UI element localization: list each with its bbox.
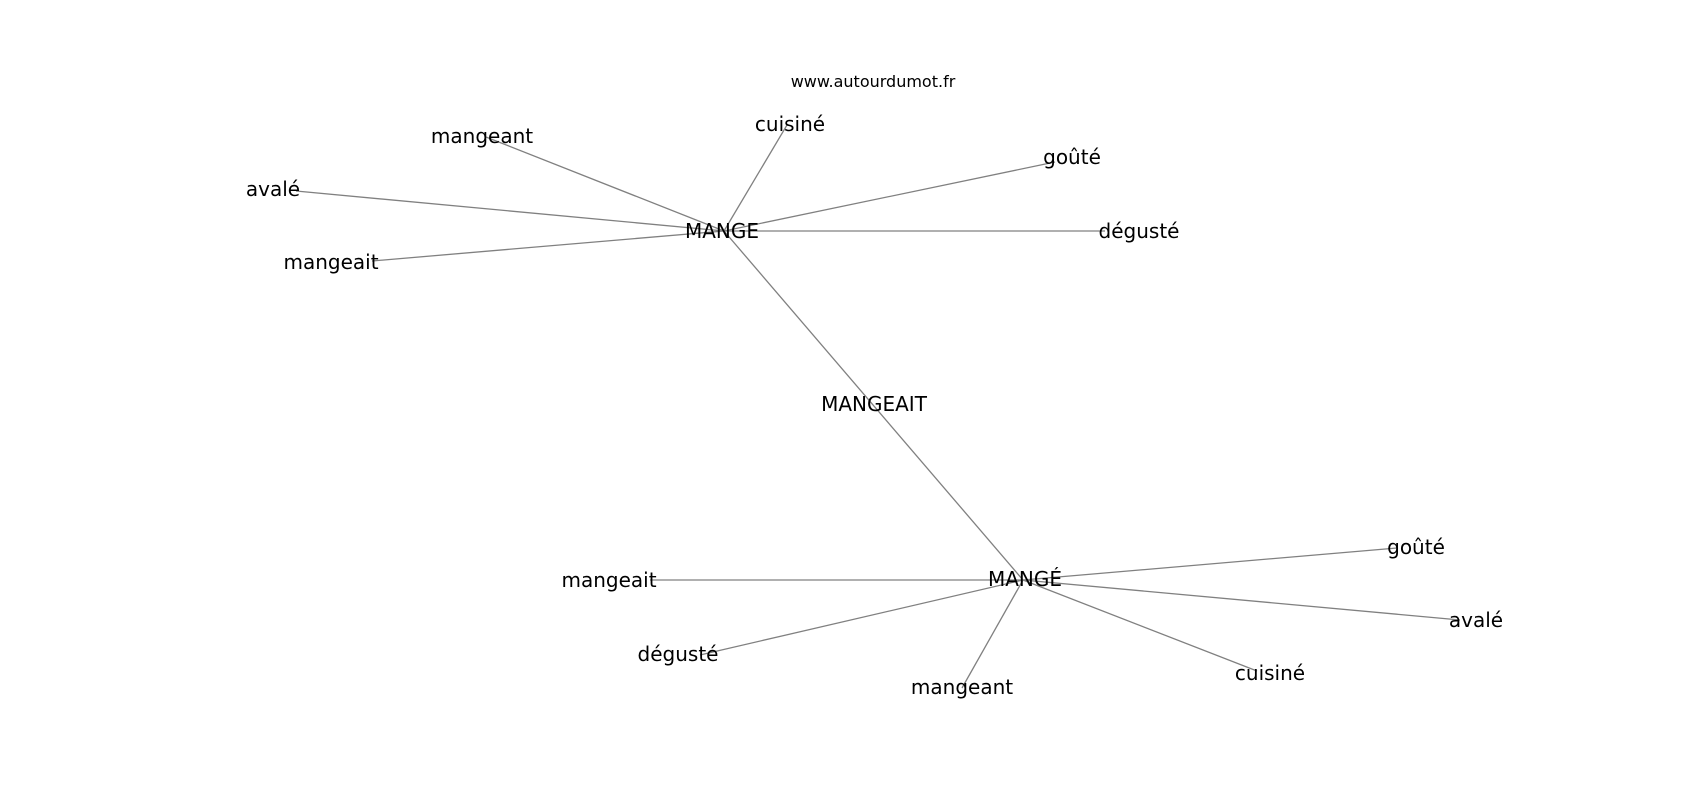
- edge-hub2-h2_avale: [1022, 579, 1461, 621]
- node-label-h2-mangeait: mangeait: [561, 568, 657, 592]
- node-label-center: MANGEAIT: [821, 392, 927, 416]
- node-label-h2-avale: avalé: [1448, 608, 1504, 632]
- node-label-h2-mangeant: mangeant: [910, 675, 1014, 699]
- node-label-h1-avale: avalé: [245, 177, 301, 201]
- node-label-hub2: MANGÉ: [987, 567, 1063, 591]
- edge-hub1-h1_goute: [723, 161, 1056, 232]
- edge-hub1-hub2: [723, 230, 1024, 581]
- source-watermark: www.autourdumot.fr: [790, 72, 956, 91]
- node-label-h1-mangeait: mangeait: [283, 250, 379, 274]
- node-label-h2-goute: goûté: [1387, 535, 1445, 559]
- node-label-h2-deguste: dégusté: [637, 642, 719, 666]
- edge-hub2-h2_cuisine: [1022, 579, 1258, 672]
- edge-hub2-h2_deguste: [699, 579, 1024, 656]
- node-label-hub1: MANGE: [684, 219, 760, 243]
- edge-hub1-h1_avale: [295, 190, 725, 232]
- edge-hub2-h2_mangeant: [961, 579, 1024, 689]
- edge-hub1-h1_mangeant: [485, 136, 725, 232]
- node-label-h1-cuisine: cuisiné: [754, 112, 826, 136]
- node-label-h1-mangeant: mangeant: [430, 124, 534, 148]
- edge-hub1-h1_cuisine: [723, 124, 788, 232]
- node-label-h1-goute: goûté: [1043, 145, 1101, 169]
- node-label-h1-deguste: dégusté: [1098, 219, 1180, 243]
- node-label-h2-cuisine: cuisiné: [1234, 661, 1306, 685]
- edge-hub1-h1_mangeait: [371, 230, 725, 262]
- edge-hub2-h2_goute: [1022, 547, 1398, 581]
